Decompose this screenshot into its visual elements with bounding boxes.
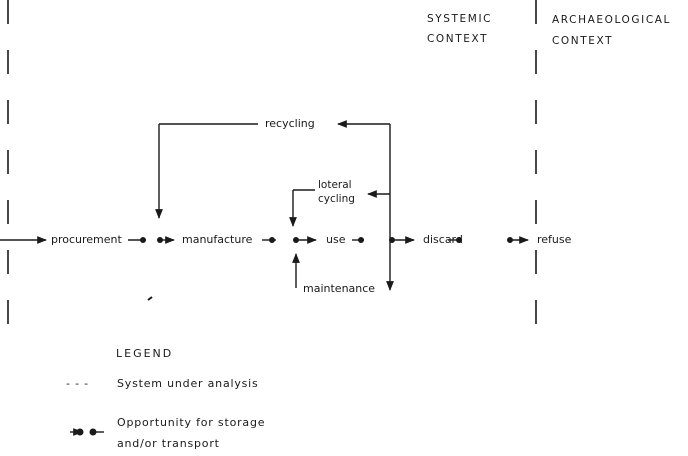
lateral-cycling-label-line1: loteral	[318, 178, 352, 192]
legend-title: LEGEND	[116, 347, 173, 361]
refuse-label: refuse	[537, 233, 571, 247]
maintenance-label: maintenance	[303, 282, 375, 296]
legend-dashed-symbol: - - -	[66, 377, 89, 391]
manufacture-label: manufacture	[182, 233, 252, 247]
procurement-label: procurement	[51, 233, 122, 247]
archaeological-context-header-line2: CONTEXT	[552, 34, 613, 48]
legend-system-label: System under analysis	[117, 377, 259, 391]
lateral-cycling-label-line2: cycling	[318, 192, 355, 206]
use-label: use	[326, 233, 345, 247]
recycling-label: recycling	[265, 117, 315, 131]
discard-label: discard	[423, 233, 463, 247]
legend-storage-label-line1: Opportunity for storage	[117, 416, 265, 430]
legend-storage-label-line2: and/or transport	[117, 437, 220, 451]
systemic-context-header-line2: CONTEXT	[427, 32, 488, 46]
stray-mark	[148, 297, 152, 300]
legend-storage-symbol	[70, 429, 104, 435]
archaeological-context-header-line1: ARCHAEOLOGICAL	[552, 13, 671, 27]
systemic-context-header-line1: SYSTEMIC	[427, 12, 492, 26]
recycling-loop	[159, 124, 390, 240]
